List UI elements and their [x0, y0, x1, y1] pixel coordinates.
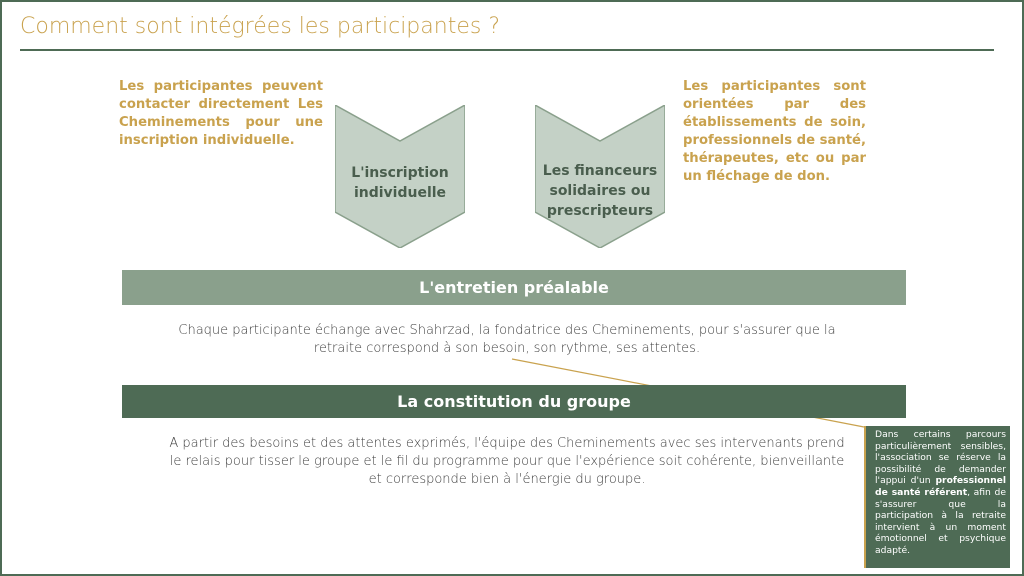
- callout-text-end: , afin de s'assurer que la participation…: [875, 486, 1006, 556]
- callout-note: Dans certains parcours particulièrement …: [864, 426, 1010, 568]
- callout-text-bold: professionnel de santé référent: [875, 475, 1006, 498]
- section-heading-group: La constitution du groupe: [122, 385, 906, 418]
- title-divider: [20, 49, 994, 51]
- individual-enrollment-description: Les participantes peuvent contacter dire…: [119, 79, 323, 148]
- section-heading-interview: L'entretien préalable: [122, 270, 906, 305]
- page-title: Comment sont intégrées les participantes…: [20, 14, 500, 39]
- callout-text-start: Dans certains parcours particulièrement …: [875, 429, 1006, 487]
- chevron-down-icon: [335, 105, 465, 248]
- chevron-label-individual: L'inscription individuelle: [351, 165, 449, 201]
- chevron-shape-funders: [535, 105, 665, 248]
- chevron-down-icon: [535, 105, 665, 248]
- section-text-interview: Chaque participante échange avec Shahrza…: [178, 323, 836, 356]
- chevron-label-funders: Les financeurs solidaires ou prescripteu…: [542, 163, 658, 219]
- section-text-group: A partir des besoins et des attentes exp…: [169, 436, 845, 487]
- referral-description: Les participantes sont orientées par des…: [683, 79, 867, 184]
- chevron-shape-individual: [335, 105, 465, 248]
